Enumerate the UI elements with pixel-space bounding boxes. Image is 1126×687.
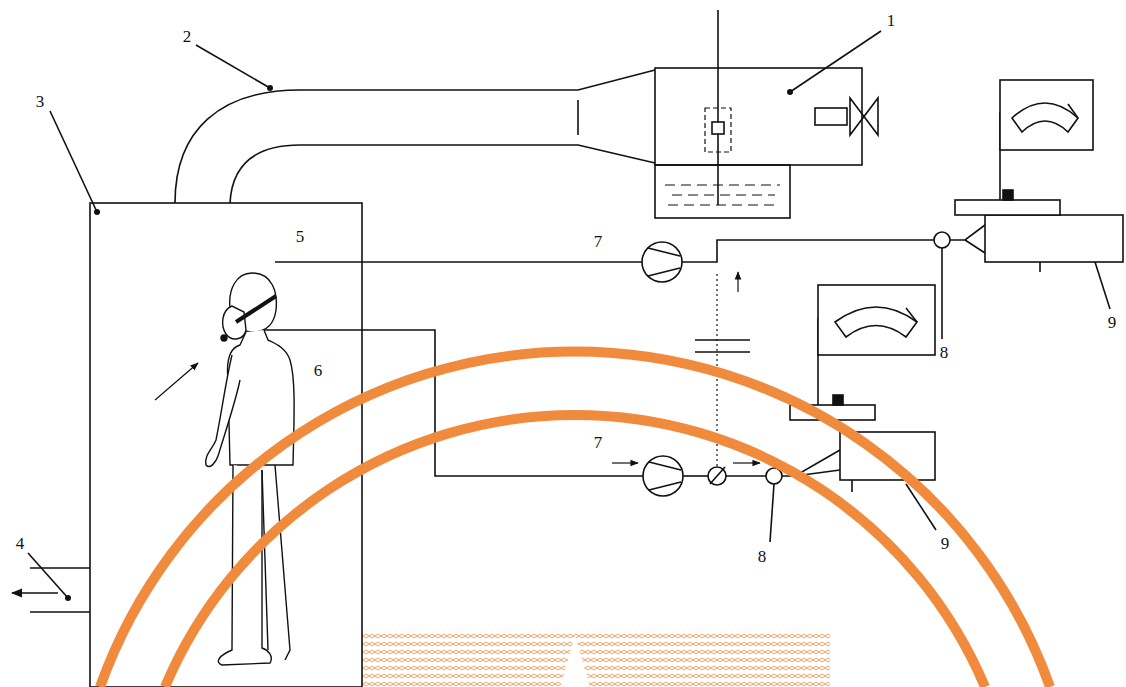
sample-tube xyxy=(682,240,934,262)
capacitor-plate xyxy=(695,351,750,353)
valve xyxy=(708,467,726,485)
heater-element xyxy=(712,122,724,134)
duct-flange xyxy=(577,100,579,135)
callout-number: 9 xyxy=(1108,314,1117,331)
meter-dial xyxy=(835,307,917,337)
outlet-pipe xyxy=(30,567,90,569)
flow-arrow xyxy=(155,363,198,400)
callout-number: 5 xyxy=(296,228,305,245)
leader-line xyxy=(28,553,68,598)
fan-motor xyxy=(815,108,847,125)
sample-tube xyxy=(683,475,708,477)
leader-dots xyxy=(65,85,793,601)
analyser-spout xyxy=(851,480,853,492)
callout-number: 7 xyxy=(594,233,603,250)
conditioning-unit xyxy=(655,68,862,165)
display-box xyxy=(1000,80,1093,150)
callout-number: 3 xyxy=(36,93,45,110)
display-box xyxy=(818,285,935,355)
inlet-cone xyxy=(950,225,985,253)
capacitor-plate xyxy=(695,339,750,341)
callout-number: 7 xyxy=(594,434,603,451)
air-duct-inner xyxy=(230,145,655,203)
sample-tube xyxy=(275,261,642,263)
pump xyxy=(642,242,682,282)
valve-slash xyxy=(710,467,725,484)
callout-number: 9 xyxy=(941,535,950,552)
leader-line xyxy=(1095,262,1110,309)
meter-needle xyxy=(1068,104,1078,118)
callout-number: 8 xyxy=(940,344,949,361)
flow-arrow xyxy=(733,462,760,463)
callout-number: 1 xyxy=(887,12,896,29)
pump xyxy=(643,456,683,496)
outlet-pipe xyxy=(30,611,90,613)
analyser-knob xyxy=(1003,190,1013,200)
flow-arrow xyxy=(612,462,638,463)
radiation-arcs xyxy=(100,351,1050,687)
breathing-mask xyxy=(223,306,246,339)
leader-line xyxy=(196,45,270,88)
meter-needle xyxy=(906,308,917,322)
analyser-spout xyxy=(1039,262,1041,272)
fan-valve xyxy=(850,98,878,135)
callout-number: 6 xyxy=(314,362,323,379)
pump-symbol xyxy=(648,248,680,276)
analyser-knob xyxy=(833,395,843,405)
analyser-platform xyxy=(955,200,1060,215)
water-surface xyxy=(665,185,780,205)
water-tank xyxy=(655,165,790,218)
callout-number: 8 xyxy=(758,548,767,565)
floor-mark xyxy=(560,635,590,687)
filter xyxy=(934,232,950,248)
sample-tube xyxy=(726,475,766,477)
leader-line xyxy=(770,484,774,542)
meter-dial xyxy=(1012,103,1078,132)
heater-frame xyxy=(705,108,731,152)
leader-line xyxy=(790,31,881,92)
leader-line xyxy=(50,111,97,212)
pump-symbol xyxy=(649,462,681,490)
analyser-body xyxy=(985,215,1123,262)
leader-line xyxy=(941,248,943,339)
flow-arrow xyxy=(737,272,738,292)
callout-number: 4 xyxy=(16,535,25,552)
flow-arrow xyxy=(12,592,58,594)
callout-number: 2 xyxy=(183,28,192,45)
air-duct xyxy=(175,70,655,203)
